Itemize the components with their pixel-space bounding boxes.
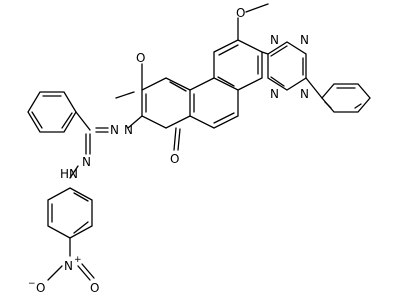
label-o-methoxy-left: O bbox=[136, 51, 145, 65]
label-n-triazine-3: N bbox=[270, 87, 279, 101]
label-nitro-o-left-charge: − bbox=[28, 279, 36, 289]
label-nitro-o-right: O bbox=[90, 281, 99, 295]
phenanthrene-core bbox=[141, 39, 263, 129]
label-nh-hydrazone: HN bbox=[60, 167, 78, 181]
phenyl-ring-right bbox=[321, 83, 371, 113]
nitrophenyl-ring bbox=[47, 187, 93, 239]
bond-nh-phenyl bbox=[69, 165, 79, 179]
label-n-azo-2: N bbox=[124, 123, 133, 137]
label-n-triazine-4: N bbox=[300, 87, 309, 101]
bond-methyl-left bbox=[115, 91, 135, 99]
label-o-carbonyl: O bbox=[170, 152, 179, 166]
bond-core-triazine bbox=[261, 51, 269, 55]
bond-triazine-phenyl bbox=[305, 77, 323, 99]
bond-nitro-o-left bbox=[47, 265, 63, 281]
phenyl-ring-left bbox=[27, 91, 77, 133]
label-n-triazine-1: N bbox=[270, 33, 279, 47]
label-nitro-o-left: O bbox=[36, 281, 45, 295]
label-o-methoxy-top: O bbox=[236, 6, 245, 20]
label-n-hydrazone: N bbox=[82, 155, 91, 169]
bond-core-azo bbox=[127, 115, 143, 129]
bond-nitro-o-right-double bbox=[81, 263, 95, 279]
bond-carbonyl-double bbox=[177, 128, 181, 151]
bond-nitro-o-right bbox=[77, 265, 91, 281]
bond-phenyl-carbon bbox=[75, 111, 91, 131]
label-n-azo-1: N bbox=[110, 123, 119, 137]
bond-carbonyl bbox=[173, 127, 177, 151]
label-nitro-n: N bbox=[64, 259, 73, 273]
label-nitro-n-charge: + bbox=[74, 255, 82, 265]
label-n-triazine-2: N bbox=[300, 33, 309, 47]
bond-methyl-top bbox=[245, 3, 269, 13]
triazine-ring bbox=[267, 41, 307, 91]
